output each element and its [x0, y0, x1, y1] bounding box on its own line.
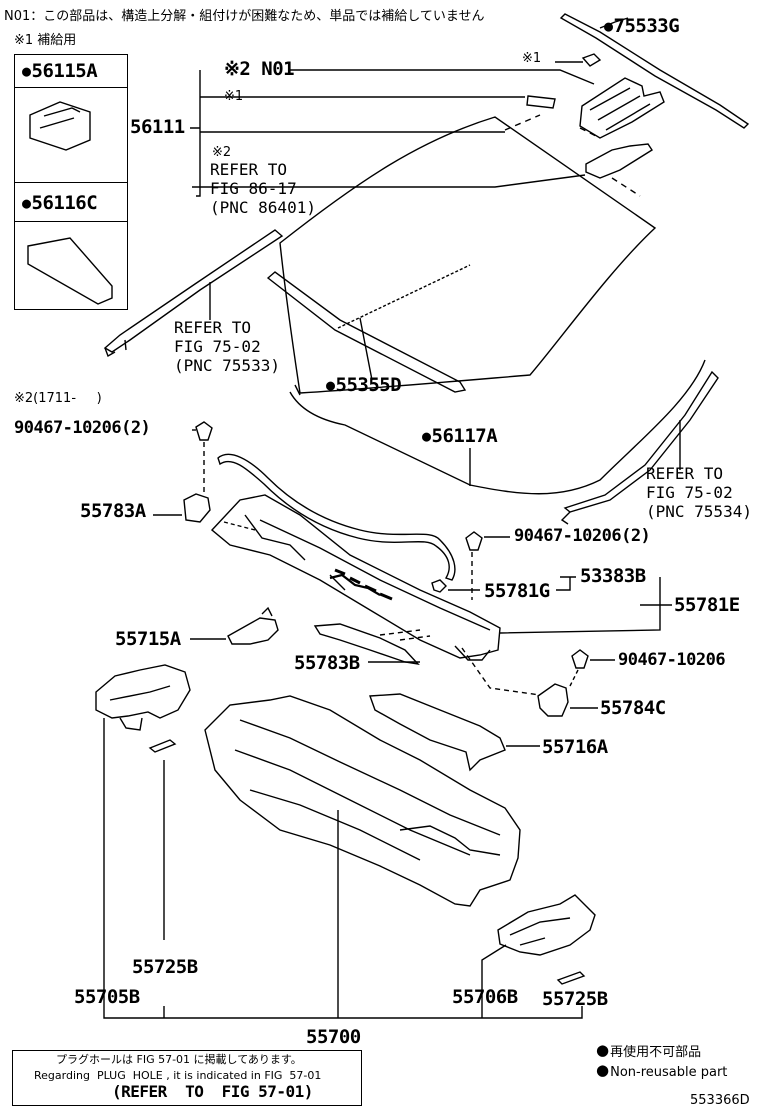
figure-id: 553366D [690, 1093, 750, 1108]
clip-right-shape [572, 650, 588, 668]
part-55705B[interactable]: 55705B [74, 986, 140, 1008]
plug-hole-note-jp: プラグホールは FIG 57-01 に掲載してあります。 [56, 1053, 302, 1066]
mirror-bracket-shape [580, 78, 664, 138]
clip-shape [583, 54, 600, 66]
mark1-top: ※1 [522, 51, 542, 66]
clip-mid-shape [466, 532, 482, 550]
dash-panel-55700-shape [205, 696, 520, 906]
part-55725B-right[interactable]: 55725B [542, 988, 608, 1010]
inset-part-56116C[interactable]: 56116C [22, 194, 98, 213]
bracket-55715A-shape [228, 618, 278, 644]
cowl-seal-shape [218, 454, 455, 580]
bracket-55705B-shape [96, 665, 190, 718]
part-55783A[interactable]: 55783A [80, 500, 146, 522]
part-55725B-left[interactable]: 55725B [132, 956, 198, 978]
plate-left-shape [150, 740, 175, 752]
mark2-date: ※2(1711- ) [14, 391, 102, 406]
inset-part-56115A[interactable]: 56115A [22, 62, 98, 81]
refer-fig-75-02-left[interactable]: REFER TO FIG 75-02 (PNC 75533) [174, 318, 280, 375]
supply-note: ※1 補給用 [14, 33, 77, 48]
refer-fig-86-17[interactable]: REFER TO FIG 86-17 (PNC 86401) [210, 160, 316, 217]
moulding-55355D-shape [268, 272, 465, 392]
panel-55716A-shape [370, 694, 505, 770]
weatherstrip-75533G-shape [561, 14, 748, 128]
side-molding-right-shape [565, 372, 718, 512]
plug-hole-note-box [12, 1050, 362, 1106]
part-55716A[interactable]: 55716A [542, 736, 608, 758]
part-56117A[interactable]: 56117A [422, 427, 498, 446]
inset-divider-mid [14, 182, 128, 222]
bracket-55706B-shape [498, 895, 595, 955]
side-molding-left-shape [105, 230, 282, 352]
legend-en: Non-reusable part [596, 1064, 727, 1079]
part-90467-right[interactable]: 90467-10206 [618, 650, 726, 670]
clip-left-shape [196, 422, 212, 440]
part-n01[interactable]: ※2 N01 [224, 58, 295, 80]
refer-fig-75-02-right[interactable]: REFER TO FIG 75-02 (PNC 75534) [646, 464, 752, 521]
part-53383B[interactable]: 53383B [580, 565, 646, 587]
bracket-55783B-shape [315, 624, 418, 664]
bracket-55783A-shape [184, 494, 210, 522]
plug-hole-note-en: Regarding PLUG HOLE , it is indicated in… [34, 1069, 322, 1082]
part-56111[interactable]: 56111 [130, 116, 185, 138]
rain-sensor-shape [586, 144, 652, 178]
part-55355D[interactable]: 55355D [326, 376, 402, 395]
part-55700[interactable]: 55700 [306, 1026, 361, 1048]
part-55706B[interactable]: 55706B [452, 986, 518, 1008]
part-55784C[interactable]: 55784C [600, 697, 666, 719]
part-90467-left[interactable]: 90467-10206(2) [14, 418, 151, 438]
plate-right-shape [558, 972, 584, 984]
windshield-glass-shape [280, 117, 655, 393]
part-55783B[interactable]: 55783B [294, 652, 360, 674]
mark2-note: ※2 [212, 145, 232, 160]
part-55781E[interactable]: 55781E [674, 594, 740, 616]
bracket-55784C-shape [538, 684, 568, 716]
part-55781G[interactable]: 55781G [484, 580, 550, 602]
part-55715A[interactable]: 55715A [115, 628, 181, 650]
mark1-mid: ※1 [224, 89, 244, 104]
refer-fig-57-01[interactable]: (REFER TO FIG 57-01) [112, 1082, 313, 1101]
cowl-top-panel-shape [212, 495, 500, 658]
part-90467-mid[interactable]: 90467-10206(2) [514, 526, 651, 546]
legend-jp: 再使用不可部品 [596, 1044, 701, 1059]
header-note: N01：この部品は、構造上分解・組付けが困難なため、単品では補給していません [4, 9, 485, 24]
part-75533G[interactable]: 75533G [604, 17, 680, 36]
inset-divider [14, 54, 128, 88]
clip-55781G-shape [432, 580, 446, 592]
